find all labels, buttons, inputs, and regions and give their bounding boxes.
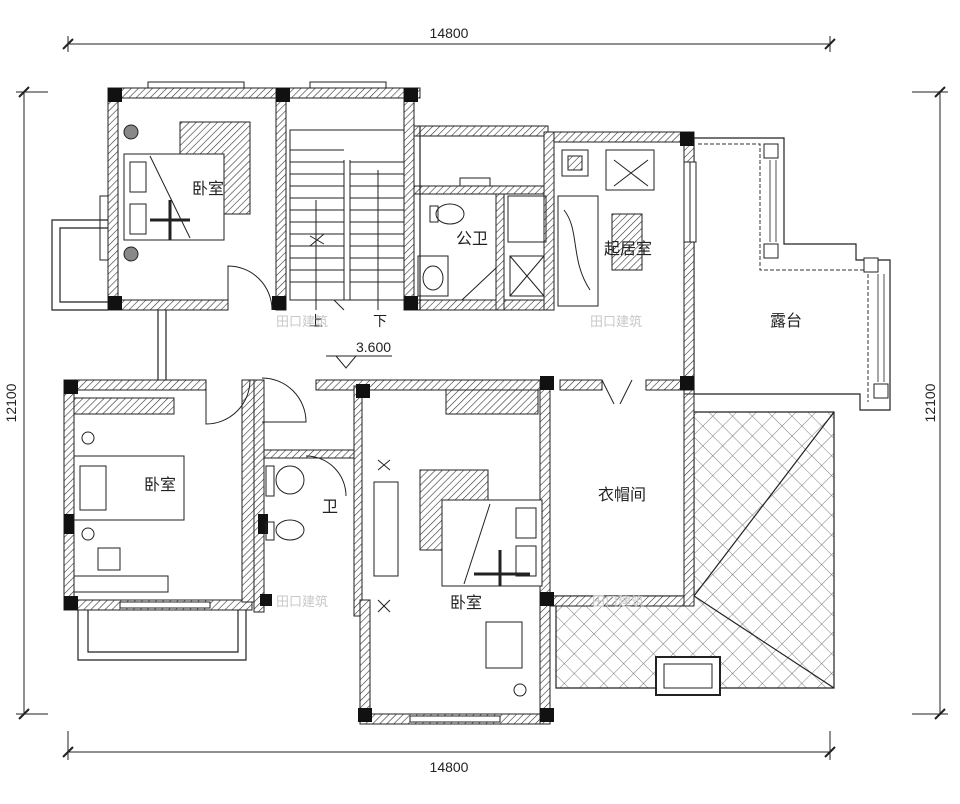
dimension-right: 12100 bbox=[912, 86, 948, 720]
watermark-3: 田口建筑 bbox=[276, 594, 328, 610]
dimension-left: 12100 bbox=[3, 86, 48, 720]
watermark-2: 田口建筑 bbox=[590, 314, 642, 330]
stair-down-label: 下 bbox=[373, 314, 387, 330]
bed-s bbox=[373, 389, 543, 697]
elevation-marker: 3.600 bbox=[326, 339, 392, 369]
dimension-right-label: 12100 bbox=[922, 383, 938, 422]
living-furniture bbox=[557, 149, 655, 307]
doors bbox=[205, 265, 633, 497]
room-bedroom-nw: 卧室 bbox=[192, 179, 224, 198]
room-closet: 衣帽间 bbox=[598, 485, 646, 504]
room-bath: 卫 bbox=[322, 497, 338, 516]
room-terrace: 露台 bbox=[770, 311, 802, 330]
stair-up-label: 上 bbox=[309, 314, 323, 330]
roof-area bbox=[555, 411, 835, 696]
room-bedroom-w: 卧室 bbox=[144, 475, 176, 494]
public-bath-fixtures bbox=[417, 195, 547, 297]
watermark-1: 田口建筑 bbox=[276, 314, 328, 330]
dimension-bottom: 14800 bbox=[62, 731, 836, 775]
room-living: 起居室 bbox=[604, 239, 652, 258]
bath-fixtures bbox=[265, 465, 305, 541]
elevation-label: 3.600 bbox=[356, 339, 391, 355]
balconies bbox=[51, 126, 421, 661]
dimension-top-label: 14800 bbox=[430, 25, 469, 41]
watermark-4: 田口建筑 bbox=[592, 594, 644, 610]
dimension-left-label: 12100 bbox=[3, 383, 19, 422]
bed-w bbox=[73, 397, 185, 593]
dimension-top: 14800 bbox=[62, 25, 836, 52]
columns bbox=[64, 88, 694, 722]
terrace-outline bbox=[693, 137, 891, 411]
bed-nw bbox=[123, 121, 251, 262]
staircase bbox=[289, 129, 405, 311]
room-public-bath: 公卫 bbox=[456, 229, 488, 248]
room-bedroom-s: 卧室 bbox=[450, 593, 482, 612]
dimension-bottom-label: 14800 bbox=[430, 759, 469, 775]
